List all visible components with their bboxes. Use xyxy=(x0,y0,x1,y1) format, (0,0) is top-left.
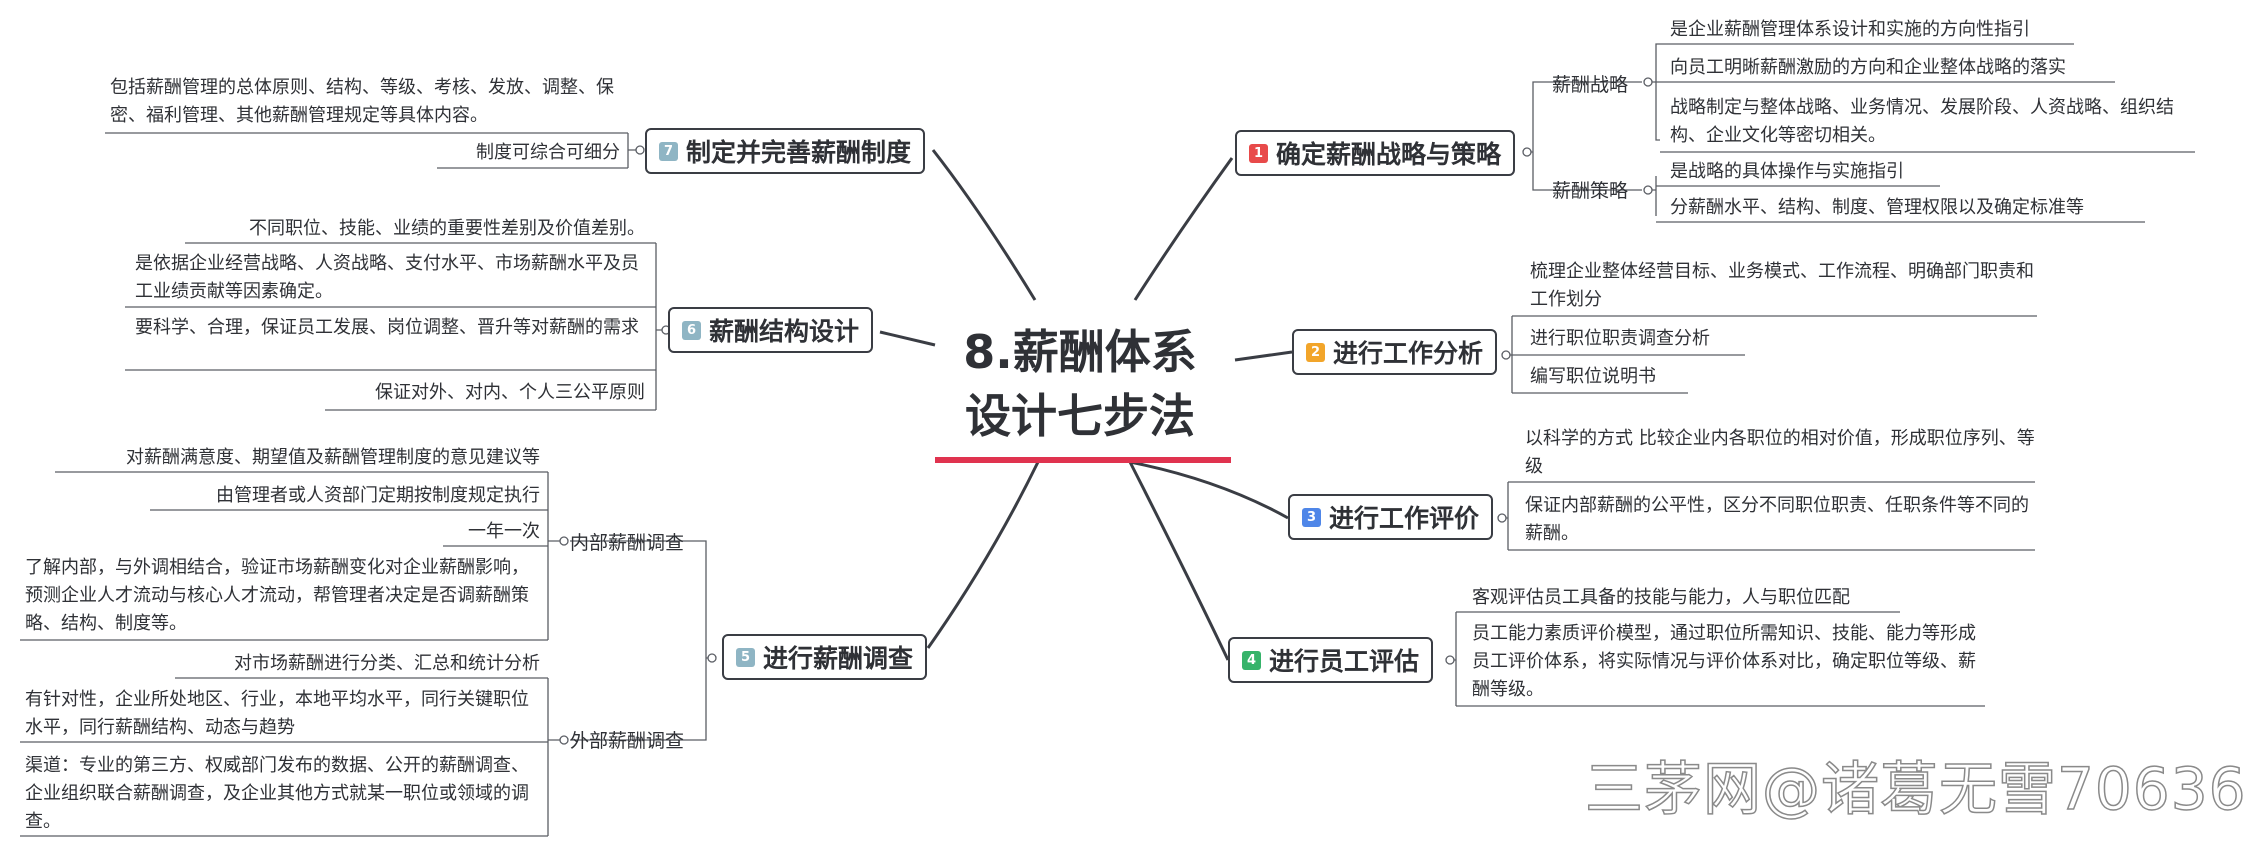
branch-1-sub-1-leaf-2[interactable]: 向员工明晰薪酬激励的方向和企业整体战略的落实 xyxy=(1670,57,2066,78)
connector-branch-4 xyxy=(1128,461,1230,661)
connector-branch-1 xyxy=(1133,157,1234,301)
connector-branch-5 xyxy=(926,461,1040,649)
branch-6-leaf-1[interactable]: 不同职位、技能、业绩的重要性差别及价值差别。 xyxy=(249,218,645,239)
number-7-badge: 7 xyxy=(659,141,678,161)
watermark-text: 三茅网@诸葛无雪70636 xyxy=(1584,754,2247,824)
branch-6-leaf-3[interactable]: 要科学、合理，保证员工发展、岗位调整、晋升等对薪酬的需求 xyxy=(135,317,639,338)
branch-5-node[interactable]: 5 进行薪酬调查 xyxy=(722,634,928,680)
branch-4-leaf-1[interactable]: 客观评估员工具备的技能与能力，人与职位匹配 xyxy=(1472,587,1850,608)
branch-7-leaf-1[interactable]: 包括薪酬管理的总体原则、结构、等级、考核、发放、调整、保密、福利管理、其他薪酬管… xyxy=(110,77,614,126)
branch-5-sub-2-leaf-1[interactable]: 对市场薪酬进行分类、汇总和统计分析 xyxy=(234,653,540,674)
connector-branch-3 xyxy=(1129,460,1289,520)
branch-5-sub-2-leaf-3[interactable]: 渠道：专业的第三方、权威部门发布的数据、公开的薪酬调查、企业组织联合薪酬调查，及… xyxy=(25,755,529,832)
branch-1-node[interactable]: 1 确定薪酬战略与策略 xyxy=(1235,130,1516,176)
branch-1-sub-1[interactable]: 薪酬战略 xyxy=(1552,74,1629,96)
branch-3-leaf-1[interactable]: 以科学的方式 比较企业内各职位的相对价值，形成职位序列、等级 xyxy=(1525,428,2035,477)
branch-5-label: 进行薪酬调查 xyxy=(763,644,914,673)
number-1-badge: 1 xyxy=(1249,143,1268,163)
branch-1-label: 确定薪酬战略与策略 xyxy=(1276,140,1502,169)
center-topic-line-2: 设计七步法 xyxy=(965,389,1195,443)
branch-5-sub-2-leaf-2[interactable]: 有针对性，企业所处地区、行业，本地平均水平，同行关键职位水平，同行薪酬结构、动态… xyxy=(25,689,529,738)
connector-branch-2 xyxy=(1234,350,1293,362)
branch-5-sub-1-leaf-1[interactable]: 对薪酬满意度、期望值及薪酬管理制度的意见建议等 xyxy=(126,447,540,468)
branch-6-leaf-4[interactable]: 保证对外、对内、个人三公平原则 xyxy=(375,382,645,403)
branch-2-leaf-3[interactable]: 编写职位说明书 xyxy=(1530,366,1656,387)
branch-5-sub-2[interactable]: 外部薪酬调查 xyxy=(570,730,685,752)
connector-branch-6 xyxy=(879,330,936,347)
center-underline xyxy=(935,457,1231,463)
branch-1-sub-1-leaf-1[interactable]: 是企业薪酬管理体系设计和实施的方向性指引 xyxy=(1670,19,2030,40)
branch-6-leaf-2[interactable]: 是依据企业经营战略、人资战略、支付水平、市场薪酬水平及员工业绩贡献等因素确定。 xyxy=(135,253,639,302)
branch-1-sub-2-leaf-2[interactable]: 分薪酬水平、结构、制度、管理权限以及确定标准等 xyxy=(1670,197,2084,218)
branch-1-sub-2-leaf-1[interactable]: 是战略的具体操作与实施指引 xyxy=(1670,161,1904,182)
branch-7-leaf-2[interactable]: 制度可综合可细分 xyxy=(476,142,620,163)
branch-5-sub-1-leaf-3[interactable]: 一年一次 xyxy=(468,521,540,542)
branch-6-label: 薪酬结构设计 xyxy=(709,317,860,346)
branch-1-sub-1-leaf-3[interactable]: 战略制定与整体战略、业务情况、发展阶段、人资战略、组织结构、企业文化等密切相关。 xyxy=(1670,97,2174,146)
number-2-badge: 2 xyxy=(1306,342,1325,362)
branch-3-leaf-2[interactable]: 保证内部薪酬的公平性，区分不同职位职责、任职条件等不同的薪酬。 xyxy=(1525,495,2029,544)
center-topic-line-1: 8.薪酬体系 xyxy=(963,325,1197,379)
branch-5-sub-1-leaf-2[interactable]: 由管理者或人资部门定期按制度规定执行 xyxy=(216,485,540,506)
branch-2-label: 进行工作分析 xyxy=(1333,339,1484,368)
branch-4-label: 进行员工评估 xyxy=(1269,647,1420,676)
branch-2-leaf-1[interactable]: 梳理企业整体经营目标、业务模式、工作流程、明确部门职责和工作划分 xyxy=(1530,261,2034,310)
center-topic: 8.薪酬体系 设计七步法 xyxy=(930,320,1230,448)
branch-7-node[interactable]: 7 制定并完善薪酬制度 xyxy=(645,128,926,174)
branch-3-node[interactable]: 3 进行工作评价 xyxy=(1288,494,1494,540)
branch-2-node[interactable]: 2 进行工作分析 xyxy=(1292,329,1498,375)
number-5-badge: 5 xyxy=(736,647,755,667)
branch-5-sub-1[interactable]: 内部薪酬调查 xyxy=(570,532,685,554)
branch-5-sub-1-leaf-4[interactable]: 了解内部，与外调相结合，验证市场薪酬变化对企业薪酬影响，预测企业人才流动与核心人… xyxy=(25,557,529,634)
number-4-badge: 4 xyxy=(1242,650,1261,670)
branch-3-label: 进行工作评价 xyxy=(1329,504,1480,533)
branch-6-node[interactable]: 6 薪酬结构设计 xyxy=(668,307,874,353)
branch-4-node[interactable]: 4 进行员工评估 xyxy=(1228,637,1434,683)
branch-4-leaf-2[interactable]: 员工能力素质评价模型，通过职位所需知识、技能、能力等形成员工评价体系，将实际情况… xyxy=(1472,623,1976,700)
branch-2-leaf-2[interactable]: 进行职位职责调查分析 xyxy=(1530,328,1710,349)
connector-branch-7 xyxy=(931,149,1037,301)
branch-7-label: 制定并完善薪酬制度 xyxy=(686,138,912,167)
number-6-badge: 6 xyxy=(682,320,701,340)
number-3-badge: 3 xyxy=(1302,507,1321,527)
branch-1-sub-2[interactable]: 薪酬策略 xyxy=(1552,180,1629,202)
